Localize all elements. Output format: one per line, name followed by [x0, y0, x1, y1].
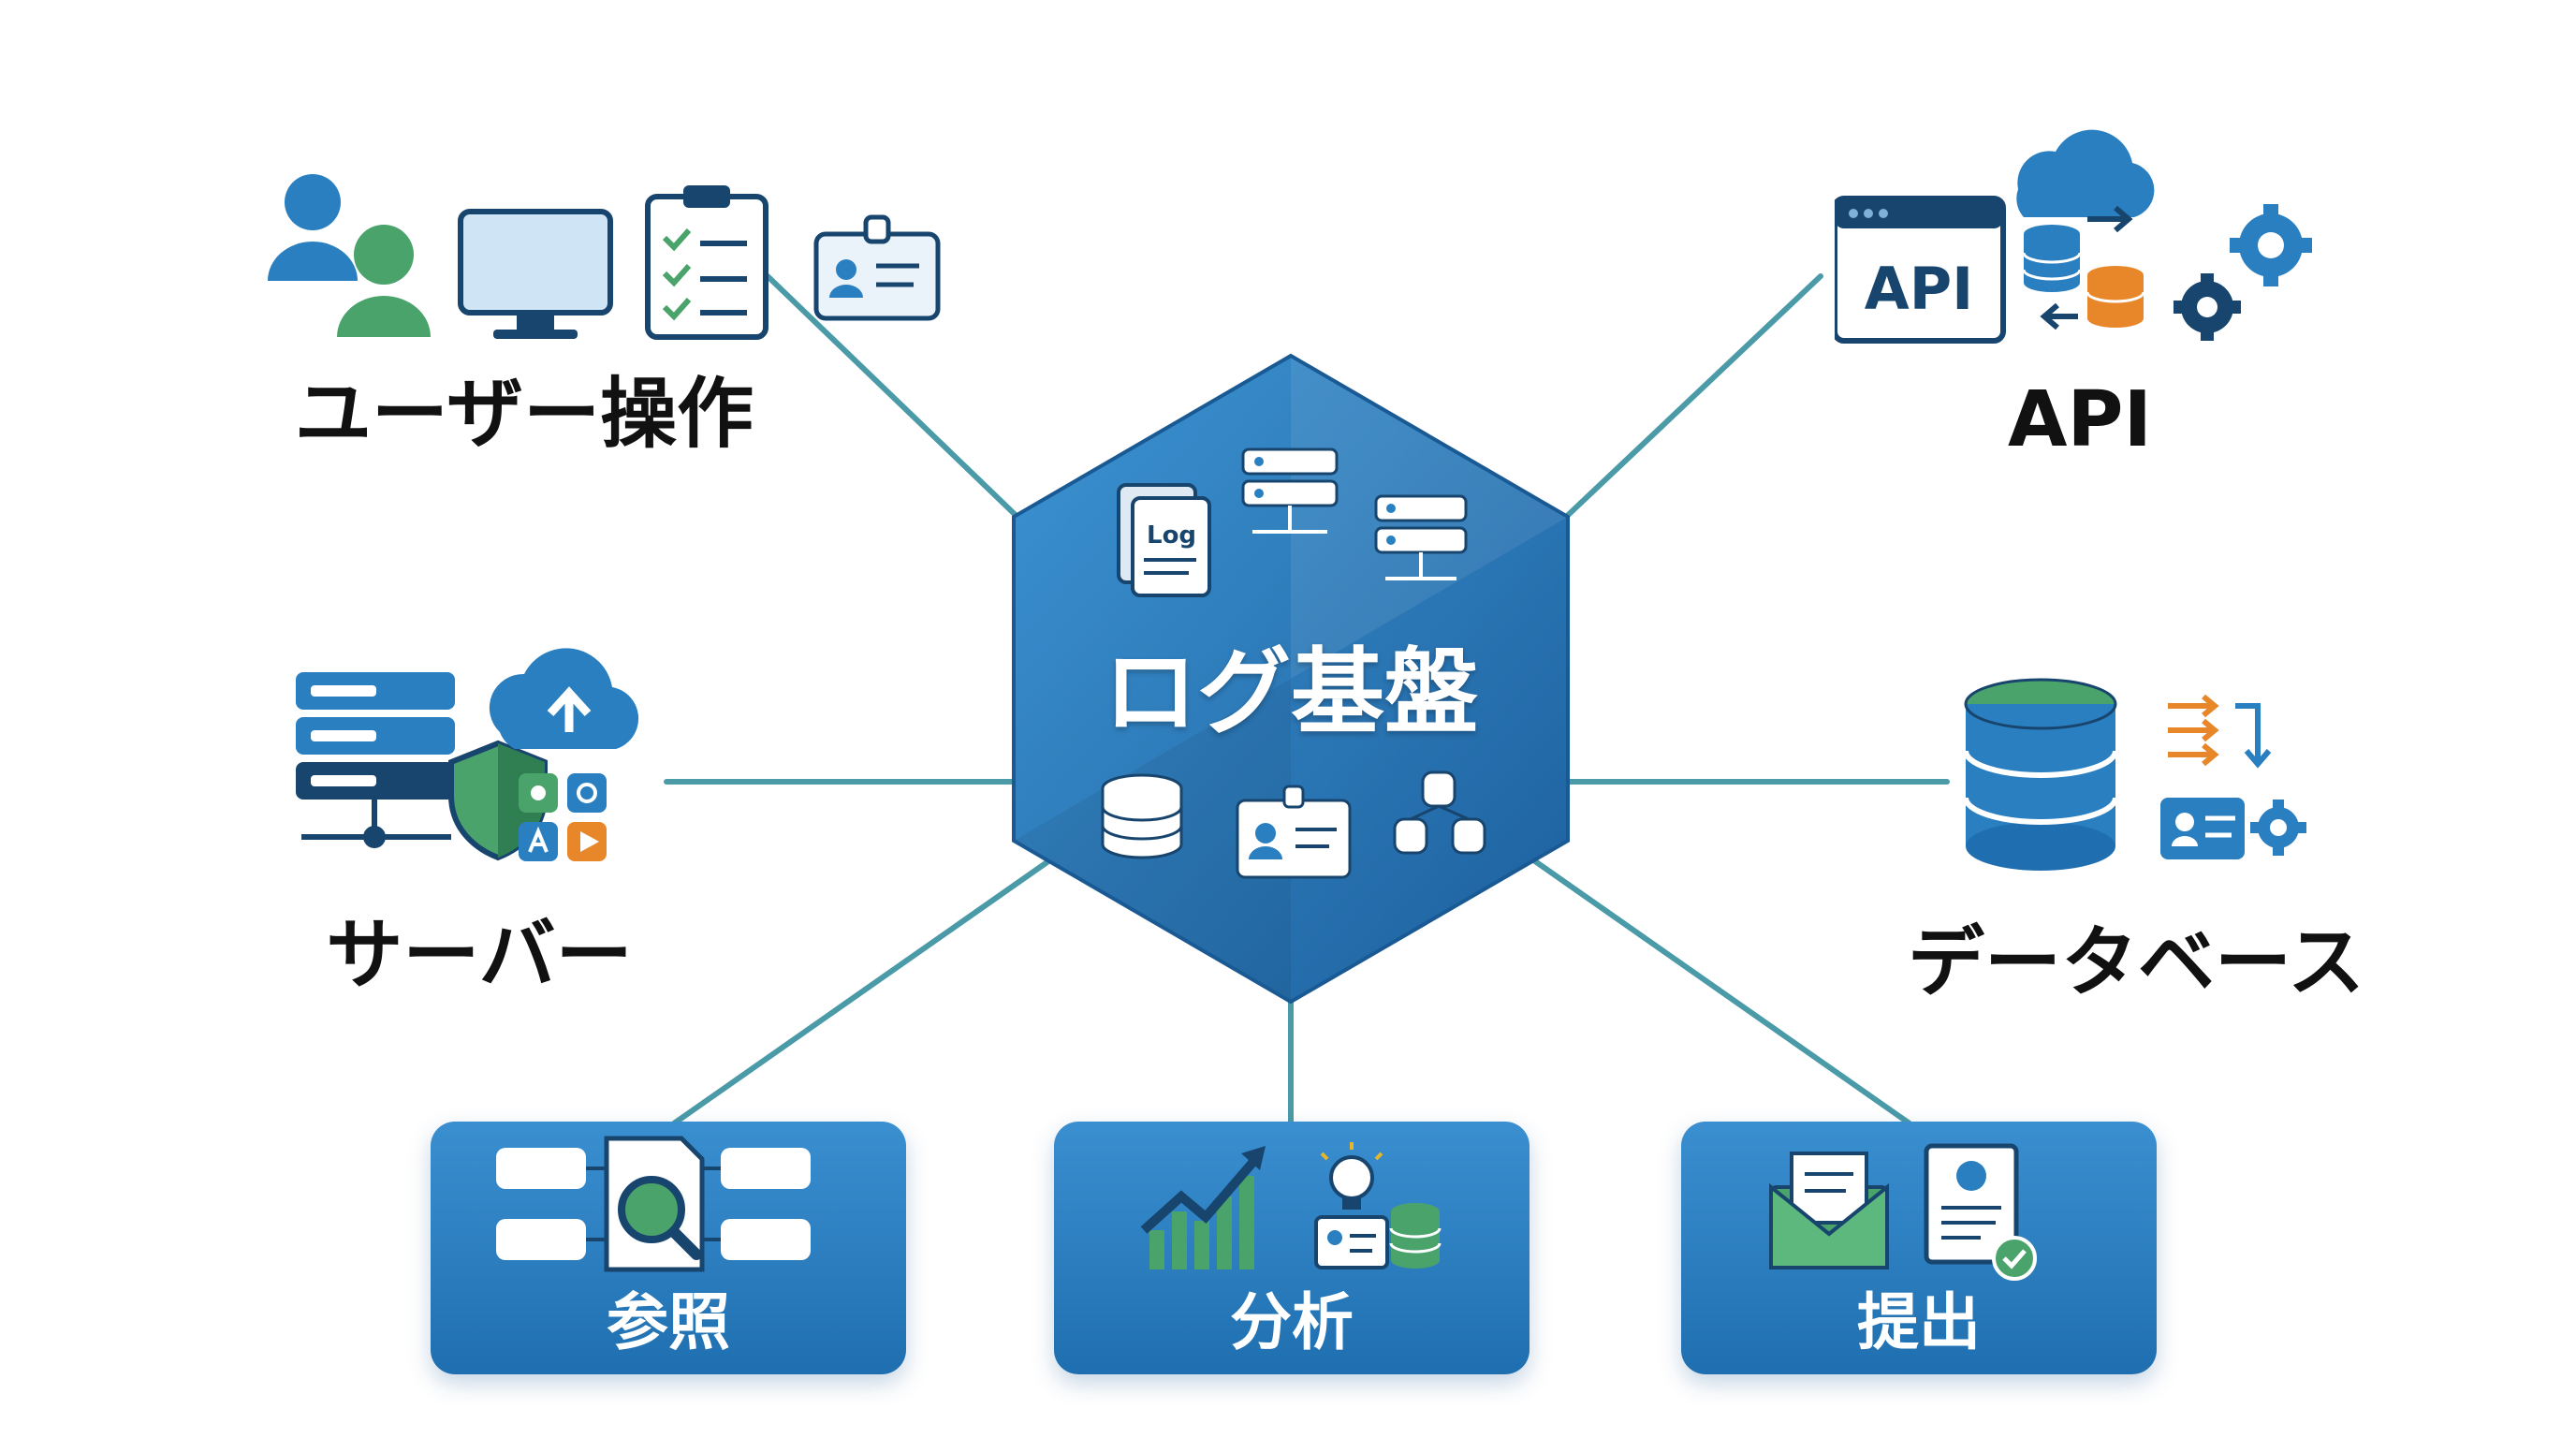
database-icon	[2022, 225, 2082, 292]
connector-api	[1560, 273, 1823, 522]
node-label-api: API	[2007, 375, 2153, 464]
center-title: ログ基盤	[1104, 638, 1478, 747]
server-icon	[1241, 448, 1339, 534]
server-rack-icon	[296, 672, 455, 848]
connector-reference	[671, 858, 1051, 1126]
database-icon	[1389, 1203, 1442, 1269]
log-document-icon: Log	[1117, 483, 1211, 597]
analysis-label: 分析	[1230, 1286, 1354, 1358]
database-node-icons	[1964, 678, 2306, 871]
reference-box[interactable]: 参照	[431, 1122, 906, 1374]
api-window-text: API	[1865, 255, 1974, 323]
cloud-upload-icon	[489, 648, 639, 749]
envelope-icon	[1769, 1152, 1889, 1269]
connector-submission	[1532, 858, 1912, 1126]
user-ops-icons	[268, 174, 941, 340]
database-orange-icon	[2086, 266, 2145, 328]
search-document-icon	[496, 1136, 811, 1272]
gear-icon	[2230, 204, 2312, 286]
trend-chart-icon	[1140, 1146, 1266, 1269]
submission-box[interactable]: 提出	[1681, 1122, 2157, 1374]
analysis-box[interactable]: 分析	[1054, 1122, 1530, 1374]
gear-icon	[2174, 273, 2241, 341]
app-tiles-icon	[519, 773, 607, 861]
api-window-icon: API	[1835, 196, 2006, 344]
id-card-icon	[1236, 785, 1352, 879]
cloud-icon	[2016, 129, 2155, 217]
sync-arrows-icon	[2040, 205, 2133, 330]
server-icon	[1374, 494, 1468, 580]
submission-label: 提出	[1857, 1286, 1981, 1358]
node-label-server: サーバー	[326, 911, 633, 1000]
users-icon	[268, 174, 431, 337]
checklist-icon	[645, 185, 768, 340]
lightbulb-icon	[1320, 1142, 1383, 1210]
id-card-icon	[813, 214, 941, 321]
log-badge-text: Log	[1147, 521, 1196, 550]
certificate-icon	[1924, 1143, 2037, 1281]
reference-label: 参照	[607, 1286, 730, 1358]
node-label-database: データベース	[1908, 918, 2364, 1007]
distributed-database-icon	[1393, 770, 1486, 855]
monitor-icon	[458, 209, 613, 339]
api-icons: API	[1835, 129, 2312, 344]
server-icons	[296, 648, 639, 861]
database-icon	[1101, 773, 1183, 859]
analysis-chart-icon	[1140, 1142, 1442, 1269]
node-label-user-ops: ユーザー操作	[294, 370, 754, 459]
data-flow-icon	[2160, 694, 2306, 859]
database-icon	[1964, 678, 2118, 871]
submission-icons	[1769, 1143, 2037, 1281]
connector-user-ops	[765, 273, 1023, 522]
id-card-icon	[1314, 1215, 1389, 1269]
